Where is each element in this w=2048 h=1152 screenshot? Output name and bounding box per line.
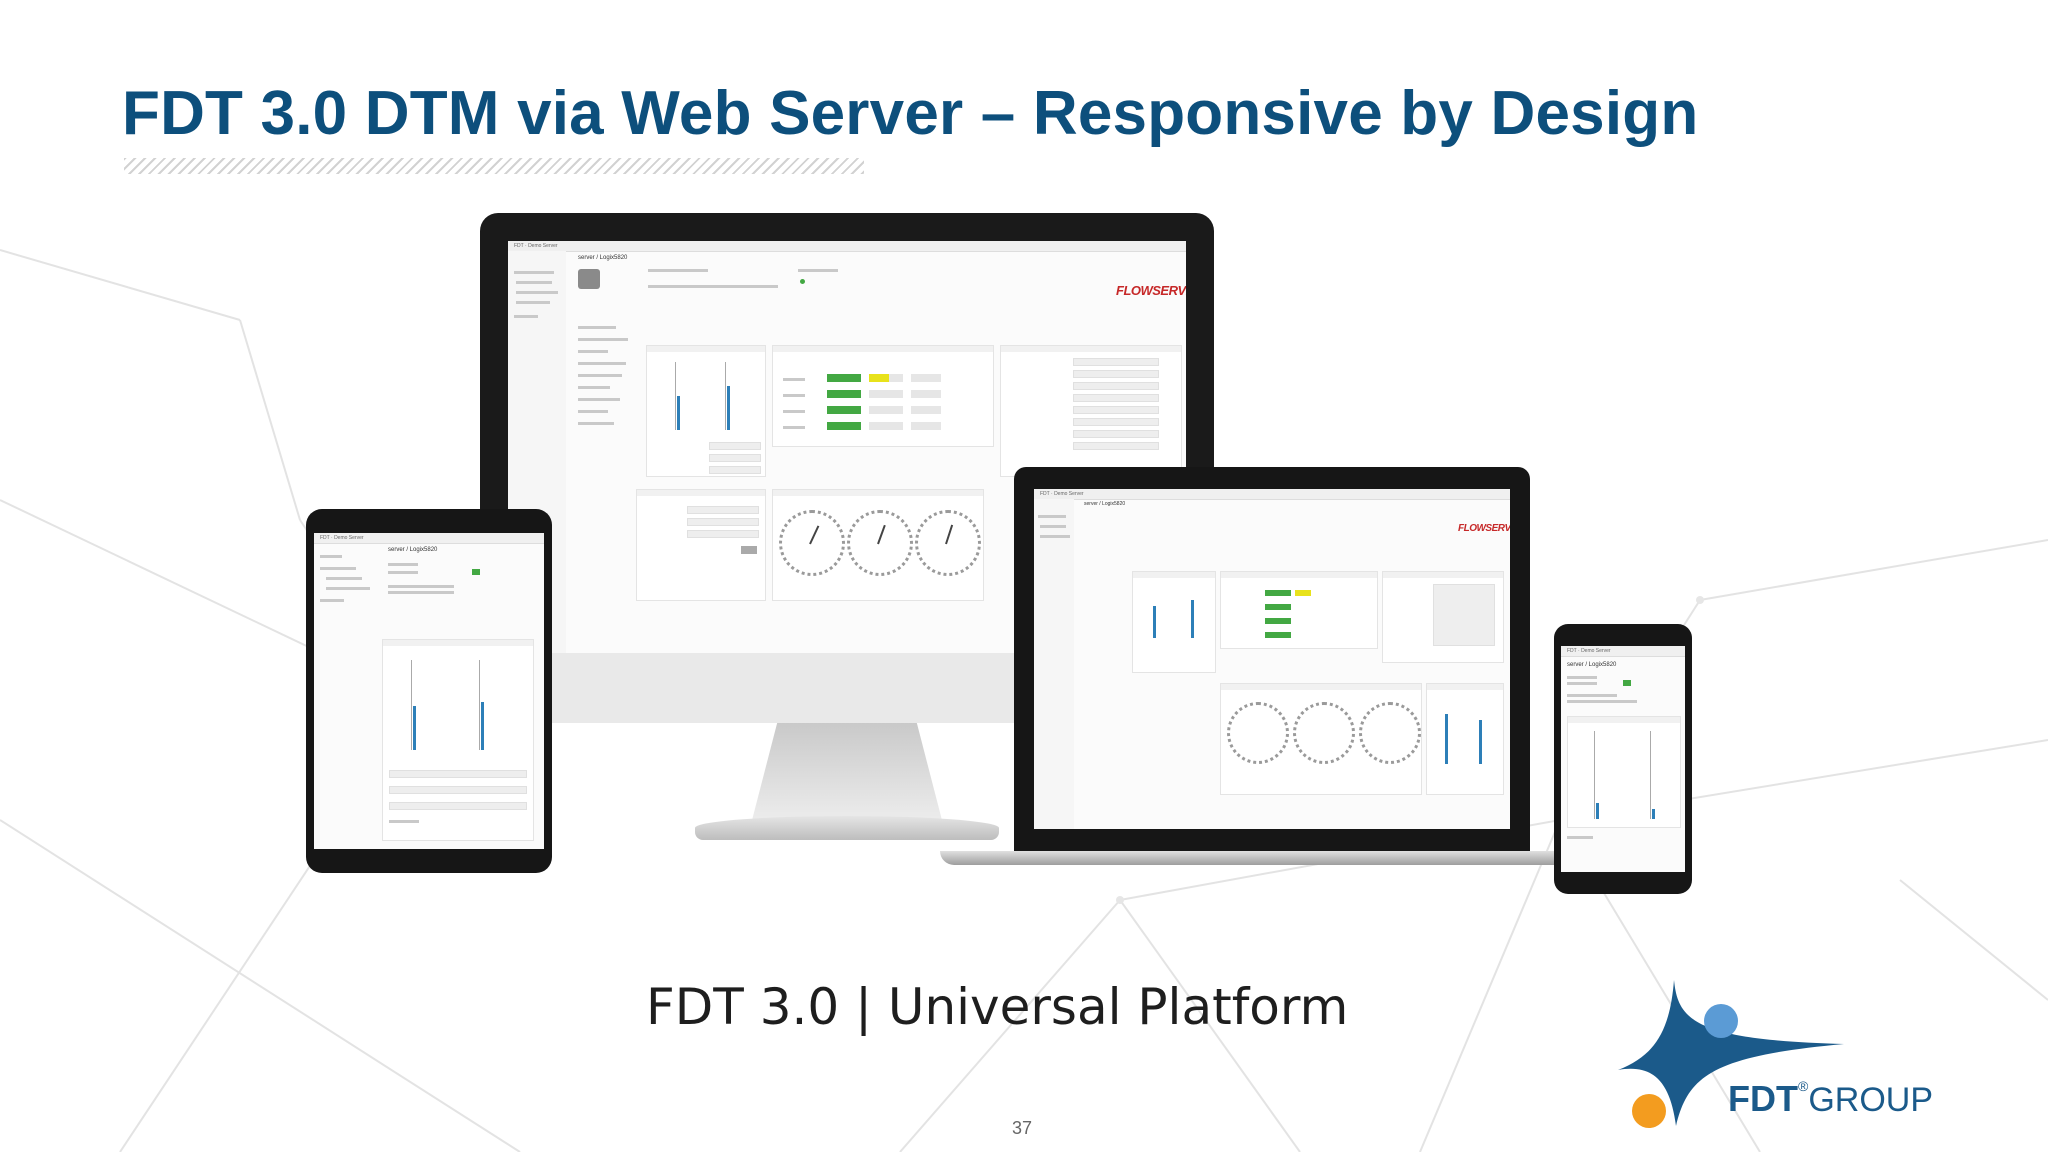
tablet-nav [314, 543, 374, 663]
title-underline-decoration [124, 158, 864, 174]
measured-values-panel [1567, 716, 1681, 828]
device-configuration-panel [1000, 345, 1182, 477]
phone-screen: FDT · Demo Server server / Logix5820 [1561, 646, 1685, 872]
breadcrumb[interactable]: server / Logix5820 [1567, 662, 1617, 668]
fdt-star-icon [1618, 980, 1844, 1126]
status-ok-icon [1623, 680, 1631, 686]
phone: FDT · Demo Server server / Logix5820 [1554, 624, 1692, 894]
actuator-panel [636, 489, 766, 601]
logo-fdt: FDT [1728, 1078, 1798, 1119]
slide-caption: FDT 3.0 | Universal Platform [646, 978, 1349, 1036]
fdt-group-logo: FDT®GROUP [1616, 978, 2006, 1128]
monitor-base [695, 816, 999, 840]
app-title-bar: FDT · Demo Server [1561, 646, 1685, 657]
status-ok-icon [472, 569, 480, 575]
orange-dot-icon [1632, 1094, 1666, 1128]
tablet: FDT · Demo Server server / Logix5820 [306, 509, 552, 873]
measured-values-panel [646, 345, 766, 477]
app-title-bar: FDT · Demo Server [1034, 489, 1510, 500]
process-gauges-panel [1220, 683, 1422, 795]
measured-values-panel [382, 639, 534, 841]
blue-dot-icon [1704, 1004, 1738, 1038]
logo-wordmark: FDT®GROUP [1728, 1078, 1933, 1120]
logo-registered: ® [1797, 1078, 1809, 1094]
vendor-logo: FLOWSERVE [1458, 523, 1510, 534]
health-status-panel [772, 345, 994, 447]
status-ok-icon [800, 279, 805, 284]
app-sidebar [1034, 499, 1074, 829]
vendor-logo: FLOWSERVE [1116, 283, 1186, 298]
trend-panel [1426, 683, 1504, 795]
breadcrumb[interactable]: server / Logix5820 [578, 255, 628, 261]
page-number: 37 [1012, 1118, 1033, 1138]
monitor-stand [750, 723, 944, 828]
slide-title: FDT 3.0 DTM via Web Server – Responsive … [122, 79, 1699, 148]
laptop-screen: FDT · Demo Server server / Logix5820 FLO… [1034, 489, 1510, 829]
process-gauges-panel [772, 489, 984, 601]
breadcrumb[interactable]: server / Logix5820 [1084, 501, 1126, 507]
device-configuration-panel [1382, 571, 1504, 663]
app-title-bar: FDT · Demo Server [314, 533, 544, 544]
tablet-screen: FDT · Demo Server server / Logix5820 [314, 533, 544, 849]
logo-group: GROUP [1808, 1081, 1933, 1119]
device-menu [578, 326, 640, 496]
device-image [578, 269, 600, 289]
apply-button[interactable] [741, 546, 757, 554]
breadcrumb[interactable]: server / Logix5820 [388, 547, 438, 553]
laptop: FDT · Demo Server server / Logix5820 FLO… [940, 467, 1596, 867]
health-status-panel [1220, 571, 1378, 649]
laptop-base [940, 851, 1596, 865]
app-title-bar: FDT · Demo Server [508, 241, 1186, 252]
measured-values-panel [1132, 571, 1216, 673]
